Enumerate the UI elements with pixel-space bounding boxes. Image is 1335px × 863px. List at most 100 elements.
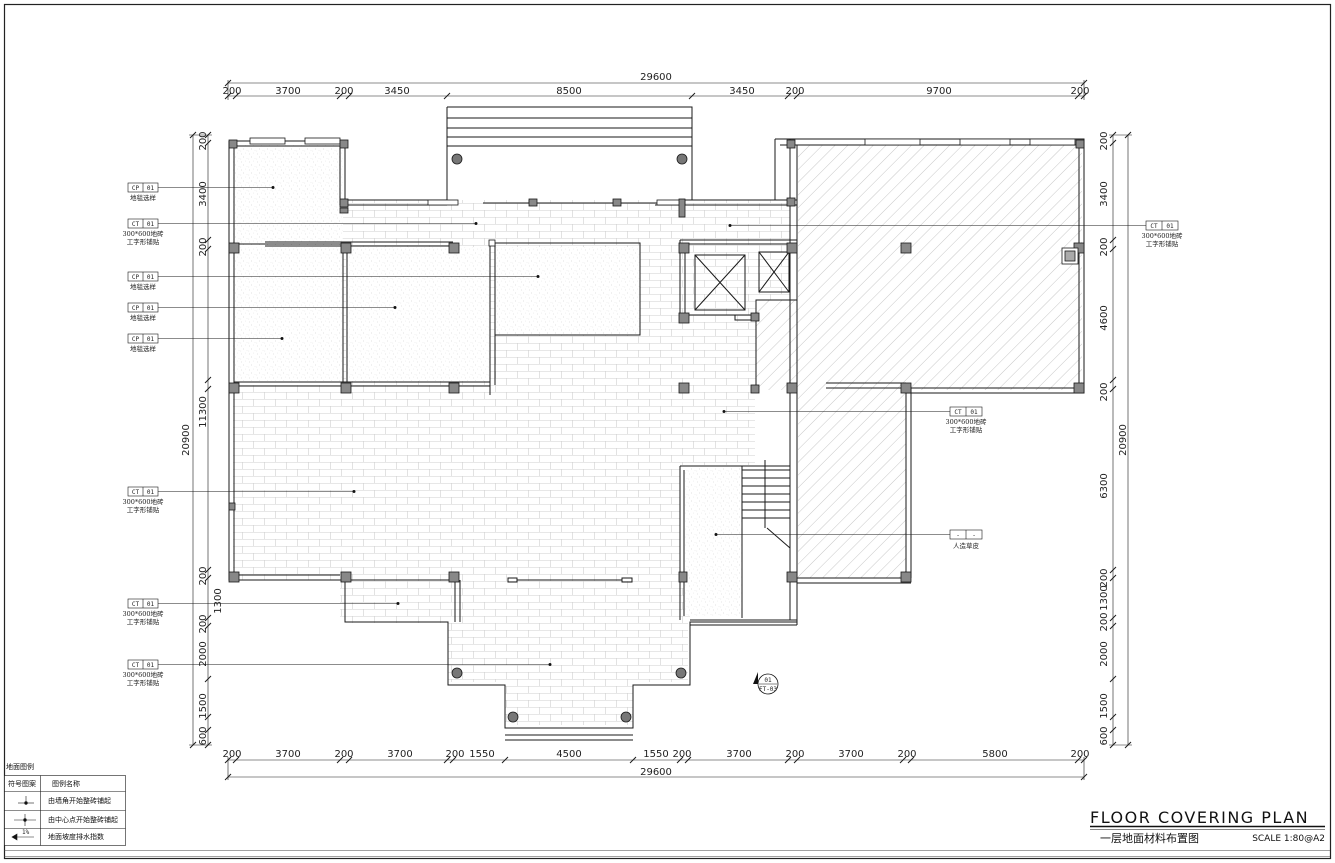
dimension-tick xyxy=(1124,131,1132,139)
bottom-dim: 200 xyxy=(785,749,804,760)
dimension-tick xyxy=(1080,79,1088,87)
dimension-tick xyxy=(907,756,915,764)
callout-note: 300*600地砖 xyxy=(122,497,164,506)
dimension-tick xyxy=(204,131,212,139)
top-dim: 200 xyxy=(1070,86,1089,97)
dimension-tick xyxy=(501,756,509,764)
callout-tag: CT 01 300*600地砖 工字形铺贴 xyxy=(122,218,478,246)
dimension-tick xyxy=(204,622,212,630)
left-dim: 200 xyxy=(198,131,209,150)
callout-note: 人造草皮 xyxy=(953,541,980,550)
dimension-tick xyxy=(1124,741,1132,749)
dimension-tick xyxy=(204,741,212,749)
callout-tag: CT 01 300*600地砖 工字形铺贴 xyxy=(722,406,987,434)
callout-note: 300*600地砖 xyxy=(122,609,164,618)
right-dim: 1300 xyxy=(1099,585,1110,610)
callout-note: 工字形铺贴 xyxy=(127,505,160,514)
top-dim: 3700 xyxy=(275,86,300,97)
right-dimensions: 20900 200 3400 200 4600 200 6300 200 130… xyxy=(1099,131,1129,745)
top-dim: 3450 xyxy=(729,86,754,97)
right-dim: 2000 xyxy=(1099,641,1110,666)
callout-tag: CT 01 300*600地砖 工字形铺贴 xyxy=(728,220,1183,248)
callout-note: 工字形铺贴 xyxy=(950,425,983,434)
dimension-tick xyxy=(688,92,696,100)
bottom-dim: 3700 xyxy=(726,749,751,760)
top-dim: 8500 xyxy=(556,86,581,97)
top-dim: 200 xyxy=(222,86,241,97)
bottom-dim: 3700 xyxy=(838,749,863,760)
callout-code: CT xyxy=(132,601,140,608)
bottom-dim: 4500 xyxy=(556,749,581,760)
callout-code: CP xyxy=(132,336,140,343)
callout-tag: - - 人造草皮 xyxy=(714,529,983,550)
callout-note: 300*600地砖 xyxy=(945,417,987,426)
callouts-right: CT 01 300*600地砖 工字形铺贴 CT 01 300*600地砖 工字… xyxy=(714,220,1183,550)
legend-title: 地面图例 xyxy=(6,762,34,771)
callout-tag: CP 01 地毯选样 xyxy=(127,182,275,202)
dimension-tick xyxy=(1109,139,1117,147)
floor-fills xyxy=(233,145,1082,725)
slope-arrow-icon: 1% xyxy=(11,829,34,841)
right-dim: 600 xyxy=(1099,726,1110,745)
dimension-tick xyxy=(224,79,232,87)
dimension-tick xyxy=(676,756,684,764)
callout-num: 01 xyxy=(147,185,155,192)
columns xyxy=(228,139,1085,583)
legend-col-name: 图例名称 xyxy=(52,779,80,788)
dimension-tick xyxy=(1109,713,1117,721)
top-dim: 200 xyxy=(785,86,804,97)
dimension-tick xyxy=(204,614,212,622)
windows xyxy=(249,137,1076,206)
callout-code: CP xyxy=(132,305,140,312)
callout-note: 地毯选样 xyxy=(130,313,157,322)
callout-num: 01 xyxy=(970,409,978,416)
dimension-ticks xyxy=(189,79,1132,781)
slope-label: 1% xyxy=(22,829,30,836)
dimension-tick xyxy=(1109,614,1117,622)
bottom-dim: 200 xyxy=(1070,749,1089,760)
left-dim: 600 xyxy=(198,726,209,745)
callout-num: - xyxy=(972,532,976,539)
callout-num: 01 xyxy=(147,305,155,312)
dimension-tick xyxy=(1109,385,1117,393)
callout-note: 300*600地砖 xyxy=(122,670,164,679)
callout-num: 01 xyxy=(147,601,155,608)
round-columns xyxy=(451,153,688,723)
legend: 地面图例 符号图案 图例名称 1% 由墙角开始整砖铺起 由中心点开始整砖铺起 地… xyxy=(4,762,126,846)
dimension-tick xyxy=(204,376,212,384)
dimension-tick xyxy=(1109,741,1117,749)
callout-note: 300*600地砖 xyxy=(1141,231,1183,240)
callout-note: 地毯选样 xyxy=(130,344,157,353)
callout-tag: CP 01 地毯选样 xyxy=(127,302,397,322)
drawing-title: FLOOR COVERING PLAN xyxy=(1090,808,1309,827)
dimension-tick xyxy=(1109,622,1117,630)
dimension-tick xyxy=(232,92,240,100)
drawing-subtitle: 一层地面材料布置图 xyxy=(1100,831,1199,845)
left-total-dim: 20900 xyxy=(181,424,192,456)
callout-note: 300*600地砖 xyxy=(122,229,164,238)
dimension-tick xyxy=(1080,92,1088,100)
dimension-tick xyxy=(189,131,197,139)
callout-tag: CP 01 地毯选样 xyxy=(127,271,540,291)
center-start-icon xyxy=(14,814,36,826)
dimension-tick xyxy=(232,756,240,764)
dimension-tick xyxy=(224,773,232,781)
legend-row-label: 地面坡度排水指数 xyxy=(48,832,104,841)
dimension-tick xyxy=(204,675,212,683)
bottom-dim: 200 xyxy=(672,749,691,760)
callout-code: CP xyxy=(132,185,140,192)
drawing-scale: SCALE 1:80@A2 xyxy=(1252,834,1325,844)
dimension-tick xyxy=(1080,756,1088,764)
dimension-tick xyxy=(189,741,197,749)
section-marker: 01 FT-03 xyxy=(753,672,779,695)
bottom-dim: 5800 xyxy=(982,749,1007,760)
dimension-tick xyxy=(784,756,792,764)
callout-code: CT xyxy=(132,221,140,228)
callout-num: 01 xyxy=(147,274,155,281)
dimension-tick xyxy=(336,92,344,100)
callout-code: CP xyxy=(132,274,140,281)
dimension-tick xyxy=(1109,726,1117,734)
callout-num: 01 xyxy=(147,336,155,343)
callout-code: CT xyxy=(1150,223,1158,230)
callout-note: 地毯选样 xyxy=(130,282,157,291)
